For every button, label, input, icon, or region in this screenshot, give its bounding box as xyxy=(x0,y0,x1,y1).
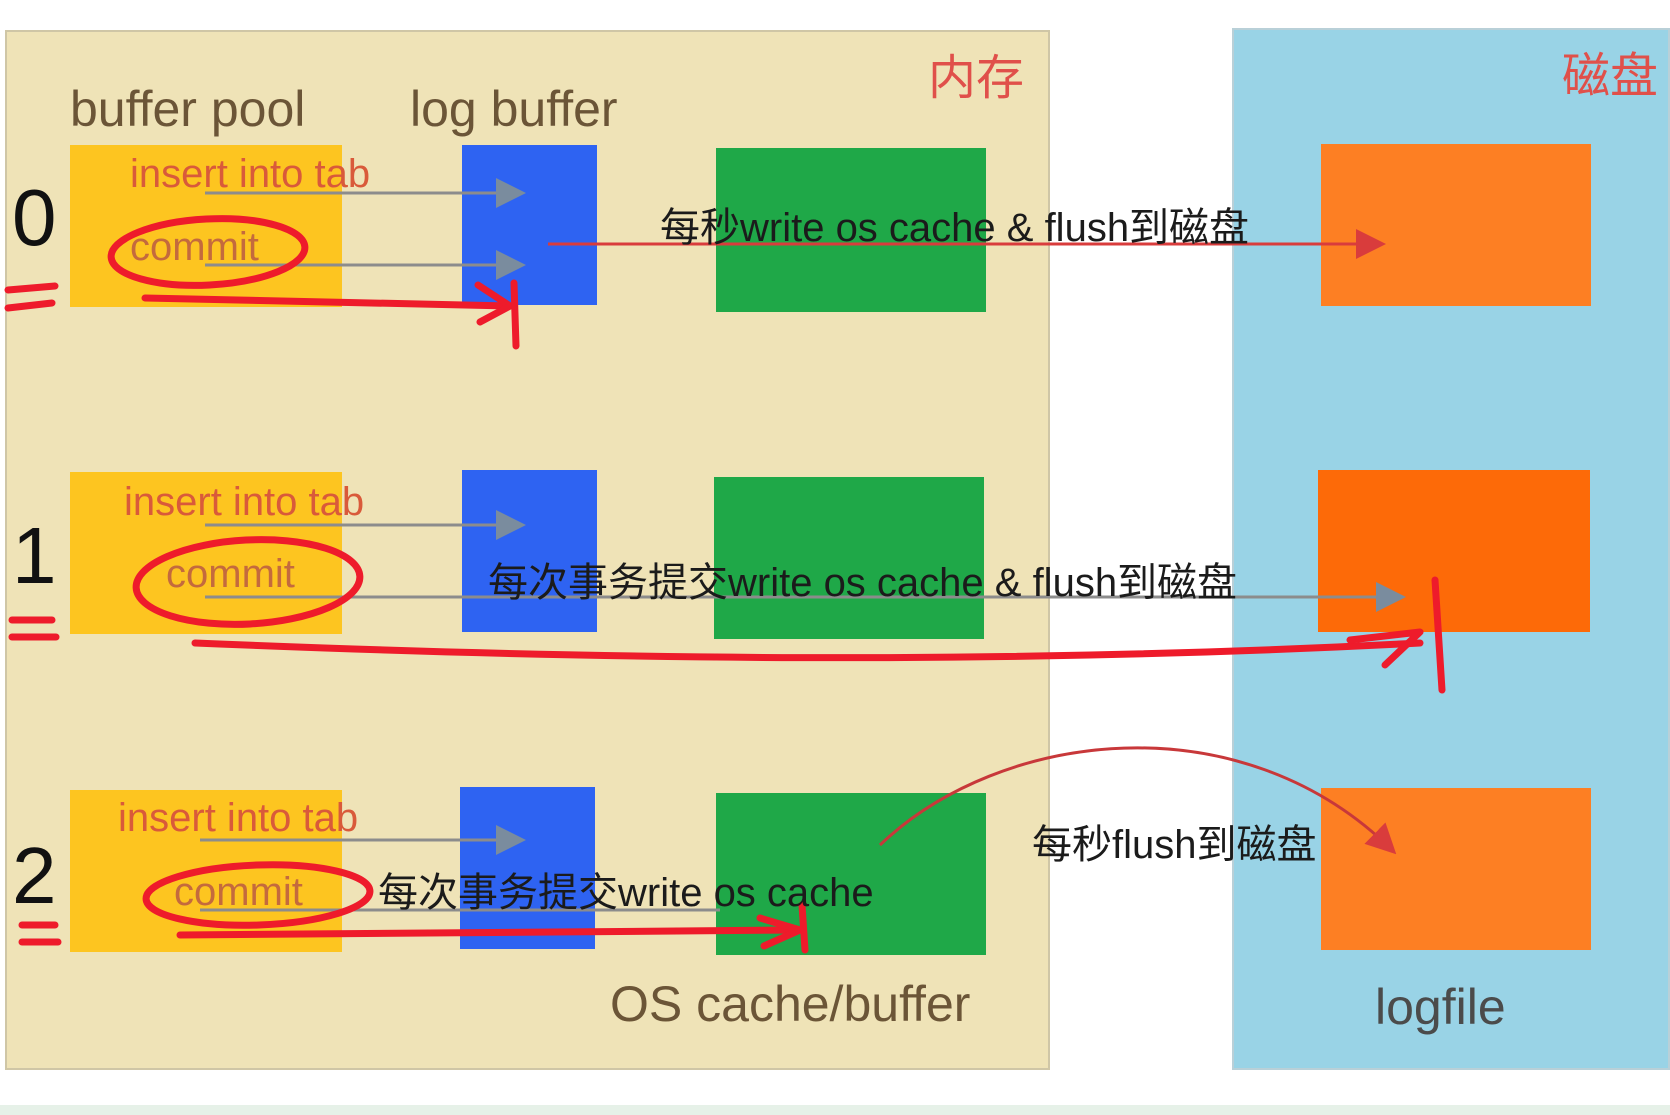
log-buffer-label: log buffer xyxy=(410,81,618,137)
row-number-2: 2 xyxy=(12,831,57,920)
annotation-row-1: 每次事务提交write os cache & flush到磁盘 xyxy=(488,561,1238,605)
hand-arrow-2-line xyxy=(176,926,804,939)
hand-arrow-1-head xyxy=(1346,628,1424,669)
equals-mark-2 xyxy=(18,921,62,946)
commit-text-0: commit xyxy=(130,225,259,269)
commit-circle-0 xyxy=(107,215,309,289)
annotation-row-2-flush: 每秒flush到磁盘 xyxy=(1032,823,1317,867)
insert-text-2: insert into tab xyxy=(118,796,359,840)
hand-arrow-2-head xyxy=(756,914,804,950)
logfile-label: logfile xyxy=(1375,979,1506,1035)
commit-text-2: commit xyxy=(174,870,303,914)
buffer-pool-block-0 xyxy=(70,145,342,307)
os-cache-block-0 xyxy=(716,148,986,312)
insert-text-0: insert into tab xyxy=(130,152,371,196)
annotation-row-2: 每次事务提交write os cache xyxy=(378,871,874,915)
log-buffer-block-0 xyxy=(462,145,597,305)
os-cache-block-1 xyxy=(714,477,984,639)
hand-arrow-0-bar xyxy=(510,279,520,350)
hand-arrow-0-line xyxy=(141,294,514,310)
flush-arrow-2 xyxy=(878,746,1397,855)
commit-circle-1 xyxy=(132,536,364,628)
hand-arrow-0-head xyxy=(474,281,514,326)
logfile-block-1 xyxy=(1318,470,1590,632)
insert-text-1: insert into tab xyxy=(124,480,365,524)
bottom-strip xyxy=(0,1105,1670,1115)
hand-arrow-1-bar xyxy=(1431,576,1446,694)
equals-mark-1 xyxy=(8,616,60,641)
buffer-pool-label: buffer pool xyxy=(70,81,306,137)
commit-text-1: commit xyxy=(166,552,295,596)
row-number-0: 0 xyxy=(12,173,57,262)
commit-circle-2 xyxy=(142,861,374,929)
hand-arrow-1-line xyxy=(191,639,1424,662)
row-number-1: 1 xyxy=(12,511,57,600)
logfile-block-0 xyxy=(1321,144,1591,306)
log-buffer-block-2 xyxy=(460,787,595,949)
hand-arrow-2-bar xyxy=(798,901,809,954)
log-buffer-block-1 xyxy=(462,470,597,632)
memory-title: 内存 xyxy=(928,52,1025,105)
equals-mark-0 xyxy=(4,282,59,312)
buffer-pool-block-1 xyxy=(70,472,342,634)
disk-title: 磁盘 xyxy=(1562,50,1659,103)
os-cache-label: OS cache/buffer xyxy=(610,976,971,1032)
annotation-row-0: 每秒write os cache & flush到磁盘 xyxy=(660,206,1250,250)
logfile-block-2 xyxy=(1321,788,1591,950)
